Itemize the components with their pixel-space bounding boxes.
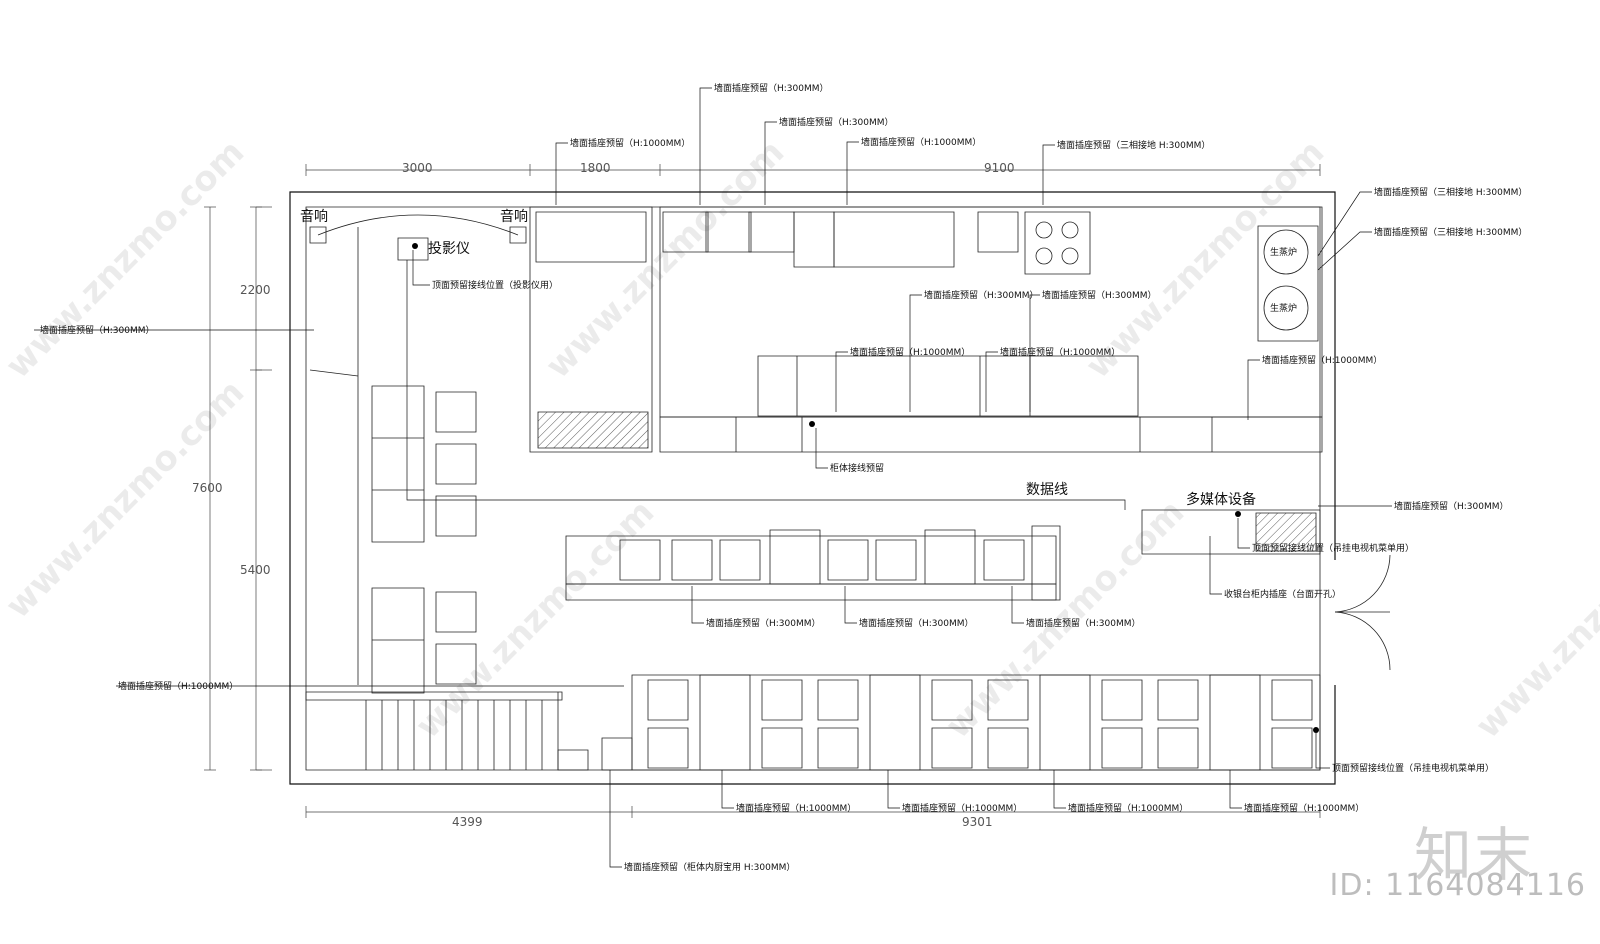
steamer-2 <box>1264 286 1308 330</box>
steamer-label: 生蒸炉 <box>1270 246 1297 258</box>
leader-lines <box>34 88 1392 867</box>
dim-label: 9301 <box>962 815 993 829</box>
steamer-1 <box>1264 230 1308 274</box>
watermark-text: www.znzmo.com <box>0 372 252 626</box>
annotation: 墙面插座预留（H:1000MM） <box>736 802 856 814</box>
annotation: 柜体接线预留 <box>830 462 884 474</box>
speaker-right-label: 音响 <box>500 208 528 225</box>
projector-ceiling-note: 顶面预留接线位置（投影仪用） <box>432 279 558 291</box>
annotation: 墙面插座预留（柜体内厨宝用 H:300MM） <box>624 861 795 873</box>
annotation: 墙面插座预留（H:300MM） <box>706 617 821 629</box>
annotation: 墙面插座预留（H:1000MM） <box>1000 346 1120 358</box>
annotation: 墙面插座预留（H:300MM） <box>1394 500 1509 512</box>
data-line-route <box>407 260 1125 510</box>
data-line-label: 数据线 <box>1026 482 1068 498</box>
steamer-label: 生蒸炉 <box>1270 302 1297 314</box>
annotation: 墙面插座预留（H:1000MM） <box>1244 802 1364 814</box>
annotation: 墙面插座预留（H:1000MM） <box>902 802 1022 814</box>
door-swing <box>1335 555 1390 612</box>
cashier-area: 数据线 多媒体设备 <box>1026 482 1320 554</box>
annotations: 墙面插座预留（H:300MM） 墙面插座预留（H:1000MM） 墙面插座预留（… <box>40 82 1527 873</box>
multimedia-point <box>1235 511 1241 517</box>
projector-label: 投影仪 <box>428 241 470 257</box>
sink-hatched <box>538 412 648 448</box>
dim-label: 9100 <box>984 161 1015 175</box>
dimension-top: 3000 1800 9100 <box>306 161 1320 176</box>
annotation: 墙面插座预留（三相接地 H:300MM） <box>1374 226 1527 238</box>
outer-wall <box>290 192 1335 784</box>
stage-area: 音响 音响 投影仪 顶面预留接线位置（投影仪用） <box>300 208 1125 685</box>
dimension-left: 2200 7600 5400 <box>192 207 272 770</box>
dim-label: 1800 <box>580 161 611 175</box>
annotation: 墙面插座预留（H:1000MM） <box>861 136 981 148</box>
annotation: 墙面插座预留（H:300MM） <box>40 324 155 336</box>
dim-label: 5400 <box>240 563 271 577</box>
annotation: 墙面插座预留（三相接地 H:300MM） <box>1374 186 1527 198</box>
annotation: 墙面插座预留（H:300MM） <box>924 289 1039 301</box>
door-swing <box>1335 612 1390 670</box>
annotation: 墙面插座预留（H:300MM） <box>859 617 974 629</box>
stove <box>1025 212 1090 274</box>
sink <box>558 750 588 770</box>
annotation: 收银台柜内插座（台面开孔） <box>1224 588 1341 600</box>
brand-logo: 知末 <box>1413 821 1534 889</box>
annotation: 顶面预留接线位置（吊挂电视机菜单用） <box>1332 762 1494 774</box>
watermark-layer: www.znzmo.com www.znzmo.com www.znzmo.co… <box>0 132 1600 746</box>
image-id: ID: 1164084116 <box>1329 868 1586 903</box>
dim-label: 2200 <box>240 283 271 297</box>
cabinet-wiring-point <box>809 421 815 427</box>
annotation: 墙面插座预留（三相接地 H:300MM） <box>1057 139 1210 151</box>
projector-point <box>412 243 418 249</box>
annotation: 墙面插座预留（H:1000MM） <box>850 346 970 358</box>
sink <box>602 738 632 770</box>
dim-label: 4399 <box>452 815 483 829</box>
speaker-left <box>310 227 326 243</box>
multimedia-label: 多媒体设备 <box>1186 491 1256 508</box>
dim-label: 3000 <box>402 161 433 175</box>
annotation: 顶面预留接线位置（吊挂电视机菜单用） <box>1252 542 1414 554</box>
door-opening <box>1330 560 1340 685</box>
annotation: 墙面插座预留（H:1000MM） <box>570 137 690 149</box>
dim-label: 7600 <box>192 481 223 495</box>
annotation: 墙面插座预留（H:300MM） <box>1026 617 1141 629</box>
annotation: 墙面插座预留（H:1000MM） <box>1262 354 1382 366</box>
dining-middle <box>566 526 1060 600</box>
dining-bottom <box>632 675 1320 770</box>
speaker-left-label: 音响 <box>300 208 328 225</box>
kitchen-area: 生蒸炉 生蒸炉 <box>530 207 1322 452</box>
annotation: 墙面插座预留（H:300MM） <box>779 116 894 128</box>
annotation: 墙面插座预留（H:300MM） <box>1042 289 1157 301</box>
dimension-bottom: 4399 9301 <box>306 806 1320 829</box>
cashier-hatched <box>1256 513 1316 551</box>
annotation: 墙面插座预留（H:300MM） <box>714 82 829 94</box>
annotation: 墙面插座预留（H:1000MM） <box>1068 802 1188 814</box>
watermark-text: www.znzmo.com <box>0 132 252 386</box>
projection-screen <box>318 215 518 235</box>
dining-left <box>372 386 476 693</box>
speaker-right <box>510 227 526 243</box>
watermark-text: www.znzmo.com <box>1468 492 1600 746</box>
annotation: 墙面插座预留（H:1000MM） <box>118 680 238 692</box>
